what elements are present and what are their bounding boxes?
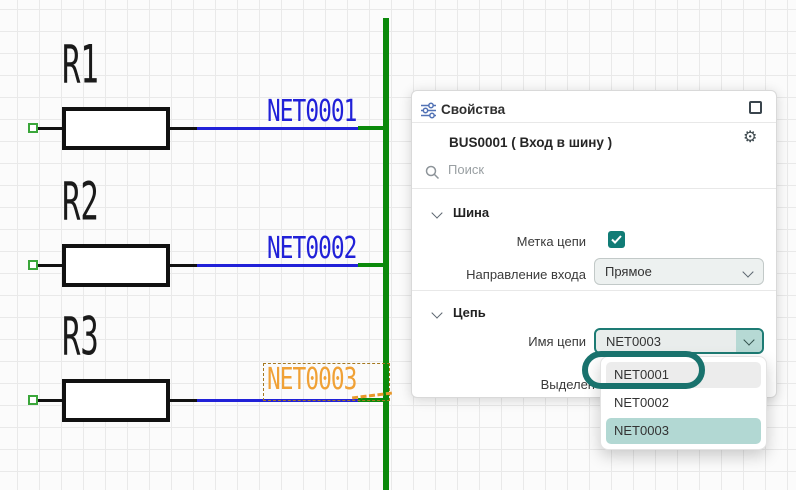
- lead-wire: [38, 127, 62, 130]
- gear-icon[interactable]: ⚙: [743, 130, 757, 146]
- chevron-down-icon: [742, 266, 753, 277]
- chevron-down-icon[interactable]: [431, 207, 442, 218]
- section-header-bus[interactable]: Шина: [453, 205, 489, 220]
- selected-object-title: BUS0001 ( Вход в шину ): [449, 135, 612, 150]
- net-label[interactable]: NET0002: [267, 233, 356, 263]
- chevron-down-icon: [743, 334, 754, 345]
- dropdown-option[interactable]: NET0002: [606, 390, 761, 416]
- dropdown-option[interactable]: NET0003: [606, 418, 761, 444]
- component-ref-label[interactable]: R1: [62, 39, 99, 92]
- component-ref-label[interactable]: R2: [62, 176, 99, 229]
- resistor-body[interactable]: [62, 379, 170, 422]
- pin-square: [28, 123, 38, 133]
- direction-select-value: Прямое: [595, 264, 652, 279]
- bus-entry[interactable]: [358, 263, 386, 267]
- annotation-ring: [582, 351, 705, 389]
- lead-wire: [38, 264, 62, 267]
- net-label[interactable]: NET0001: [267, 96, 356, 126]
- net-label-selected[interactable]: NET0003: [267, 364, 356, 394]
- component-ref-label[interactable]: R3: [62, 311, 99, 364]
- resistor-body[interactable]: [62, 244, 170, 287]
- net-label-checkbox[interactable]: [608, 231, 625, 248]
- divider: [412, 122, 776, 123]
- divider: [412, 290, 776, 291]
- chevron-down-icon[interactable]: [431, 307, 442, 318]
- lead-wire: [170, 127, 197, 130]
- divider: [412, 188, 776, 189]
- lead-wire: [170, 399, 197, 402]
- pin-square: [28, 395, 38, 405]
- bus-entry[interactable]: [358, 126, 386, 130]
- net-name-label: Имя цепи: [528, 334, 586, 349]
- direction-label: Направление входа: [466, 267, 586, 282]
- lead-wire: [38, 399, 62, 402]
- sliders-icon: [420, 102, 437, 122]
- bus-line[interactable]: [383, 18, 389, 490]
- search-input[interactable]: [446, 161, 700, 178]
- panel-title: Свойства: [441, 102, 505, 117]
- lead-wire: [170, 264, 197, 267]
- detach-window-icon[interactable]: [749, 101, 762, 114]
- select-chevron-zone[interactable]: [736, 330, 762, 352]
- net-label-checkbox-label: Метка цепи: [517, 234, 586, 249]
- section-header-net[interactable]: Цепь: [453, 305, 486, 320]
- search-icon: [425, 165, 440, 183]
- net-name-select-value: NET0003: [596, 334, 661, 349]
- resistor-body[interactable]: [62, 107, 170, 150]
- pin-square: [28, 260, 38, 270]
- direction-select[interactable]: Прямое: [594, 258, 764, 285]
